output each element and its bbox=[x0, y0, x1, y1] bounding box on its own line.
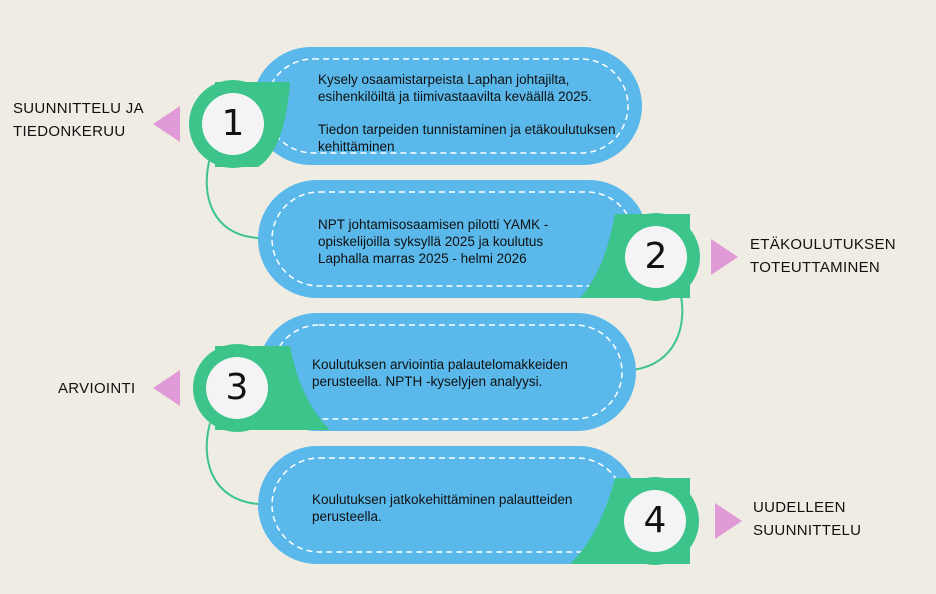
step-1-number: 1 bbox=[221, 103, 245, 144]
step-1-description: Kysely osaamistarpeista Laphan johtajilt… bbox=[318, 71, 618, 155]
step-1-side-label-line-1: SUUNNITTELU JA bbox=[13, 100, 144, 117]
step-3 bbox=[153, 313, 636, 432]
step-3-number: 3 bbox=[225, 367, 249, 408]
step-1-text-2: Tiedon tarpeiden tunnistaminen ja etäkou… bbox=[318, 122, 616, 154]
step-1-text-1: Kysely osaamistarpeista Laphan johtajilt… bbox=[318, 72, 592, 104]
step-4-text: Koulutuksen jatkokehittäminen palautteid… bbox=[312, 492, 573, 524]
connector-2-3 bbox=[631, 291, 684, 371]
step-4-side-label-line-2: SUUNNITTELU bbox=[753, 522, 862, 539]
step-2-badge-center bbox=[625, 226, 687, 288]
step-3-side-label: ARVIOINTI bbox=[58, 377, 135, 400]
step-2-text: NPT johtamisosaamisen pilotti YAMK -opis… bbox=[318, 217, 549, 266]
step-1-badge-center bbox=[202, 93, 264, 155]
step-2-number: 2 bbox=[644, 236, 668, 277]
connector-3-4 bbox=[205, 422, 259, 505]
step-2 bbox=[258, 180, 738, 301]
step-1 bbox=[153, 47, 642, 168]
step-1-side-label-line-2: TIEDONKERUU bbox=[13, 123, 126, 140]
step-4-number: 4 bbox=[643, 500, 667, 541]
step-3-side-label-line-1: ARVIOINTI bbox=[58, 380, 136, 397]
step-4-pill bbox=[258, 446, 638, 564]
step-4 bbox=[258, 446, 742, 565]
step-1-dash bbox=[265, 58, 629, 154]
step-2-side-label-line-1: ETÄKOULUTUKSEN bbox=[750, 236, 896, 253]
step-3-description: Koulutuksen arviointia palautelomakkeide… bbox=[312, 356, 612, 390]
step-3-text: Koulutuksen arviointia palautelomakkeide… bbox=[312, 357, 568, 389]
step-2-pill bbox=[258, 180, 648, 298]
step-1-pill bbox=[252, 47, 642, 165]
connector-1-2 bbox=[205, 157, 259, 239]
step-3-arrow bbox=[153, 370, 180, 406]
step-3-pill bbox=[258, 313, 636, 431]
step-2-side-label: ETÄKOULUTUKSEN TOTEUTTAMINEN bbox=[750, 233, 896, 279]
step-1-side-label: SUUNNITTELU JA TIEDONKERUU bbox=[13, 97, 144, 143]
step-4-badge-center bbox=[624, 490, 686, 552]
step-4-side-label-line-1: UUDELLEEN bbox=[753, 499, 846, 516]
step-2-arrow bbox=[711, 239, 738, 275]
step-3-badge-center bbox=[206, 357, 268, 419]
step-4-side-label: UUDELLEEN SUUNNITTELU bbox=[753, 496, 861, 542]
step-2-side-label-line-2: TOTEUTTAMINEN bbox=[750, 259, 881, 276]
step-2-description: NPT johtamisosaamisen pilotti YAMK -opis… bbox=[318, 216, 588, 267]
step-4-description: Koulutuksen jatkokehittäminen palautteid… bbox=[312, 491, 612, 525]
step-4-arrow bbox=[715, 503, 742, 539]
step-1-arrow bbox=[153, 106, 180, 142]
